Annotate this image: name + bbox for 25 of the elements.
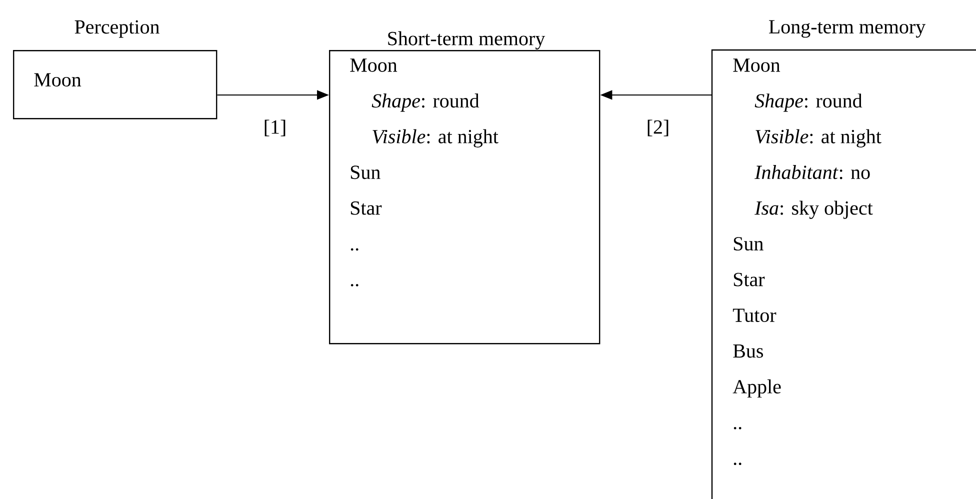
list-item: .. <box>734 426 742 430</box>
list-item: Apple <box>732 379 781 398</box>
list-item: Moon <box>733 58 780 72</box>
heading: Long-term memory <box>769 20 926 38</box>
heading: Short-term memory <box>388 31 546 50</box>
list-item: Star <box>734 272 765 286</box>
list-item: Isa: sky object <box>754 200 873 219</box>
edge-label: [2] <box>645 118 671 138</box>
list-item: Visible: at night <box>372 129 498 148</box>
list-item: .. <box>734 462 742 466</box>
edge-label: [1] <box>262 118 288 138</box>
heading: Perception <box>74 20 160 38</box>
list-item: Tutor <box>732 308 776 322</box>
list-item: Shape: round <box>754 94 862 112</box>
list-item: Sun <box>734 237 764 251</box>
list-item: .. <box>350 248 358 251</box>
list-item: Inhabitant: no <box>754 165 870 180</box>
list-item: Bus <box>733 344 763 358</box>
list-item: Star <box>350 201 382 215</box>
list-item: Sun <box>350 166 380 180</box>
list-item: .. <box>350 284 358 286</box>
list-item: Visible: at night <box>756 129 882 148</box>
list-item: Shape: round <box>372 94 480 112</box>
list-item: Moon <box>350 58 398 72</box>
list-item: Moon <box>34 73 82 87</box>
